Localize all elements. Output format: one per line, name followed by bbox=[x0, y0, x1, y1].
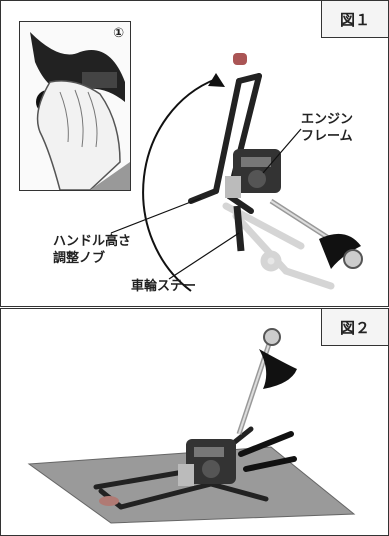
inset-knob-closeup: ① bbox=[19, 21, 131, 191]
wheel-stay-callout: 車輪ステー bbox=[131, 279, 197, 294]
handle-knob-callout: ハンドル高さ 調整ノブ bbox=[53, 233, 131, 267]
handle-knob-line2: 調整ノブ bbox=[53, 251, 106, 266]
figure-2-illustration bbox=[27, 328, 356, 524]
inset-number: ① bbox=[112, 26, 124, 41]
figure-2-panel: 図２ bbox=[0, 308, 389, 536]
engine-icon bbox=[178, 439, 236, 486]
hand-turning-knob-icon bbox=[30, 32, 130, 190]
figure-1-label: 図１ bbox=[321, 1, 388, 38]
grip-icon bbox=[99, 496, 119, 506]
blade-guard-icon bbox=[319, 233, 361, 269]
engine-frame-line1: エンジン bbox=[301, 112, 354, 127]
figure-2-label: 図２ bbox=[321, 309, 388, 346]
rotation-arrow-icon bbox=[142, 78, 217, 292]
handle-knob-line1: ハンドル高さ bbox=[53, 234, 132, 249]
figure-1-illustration bbox=[110, 53, 363, 292]
blade-guard-icon bbox=[259, 349, 297, 389]
engine-icon bbox=[225, 149, 281, 198]
engine-frame-line2: フレーム bbox=[301, 129, 353, 144]
engine-frame-callout: エンジン フレーム bbox=[301, 111, 353, 145]
grip-icon bbox=[233, 53, 247, 65]
figure-1-panel: 図１ bbox=[0, 0, 389, 307]
